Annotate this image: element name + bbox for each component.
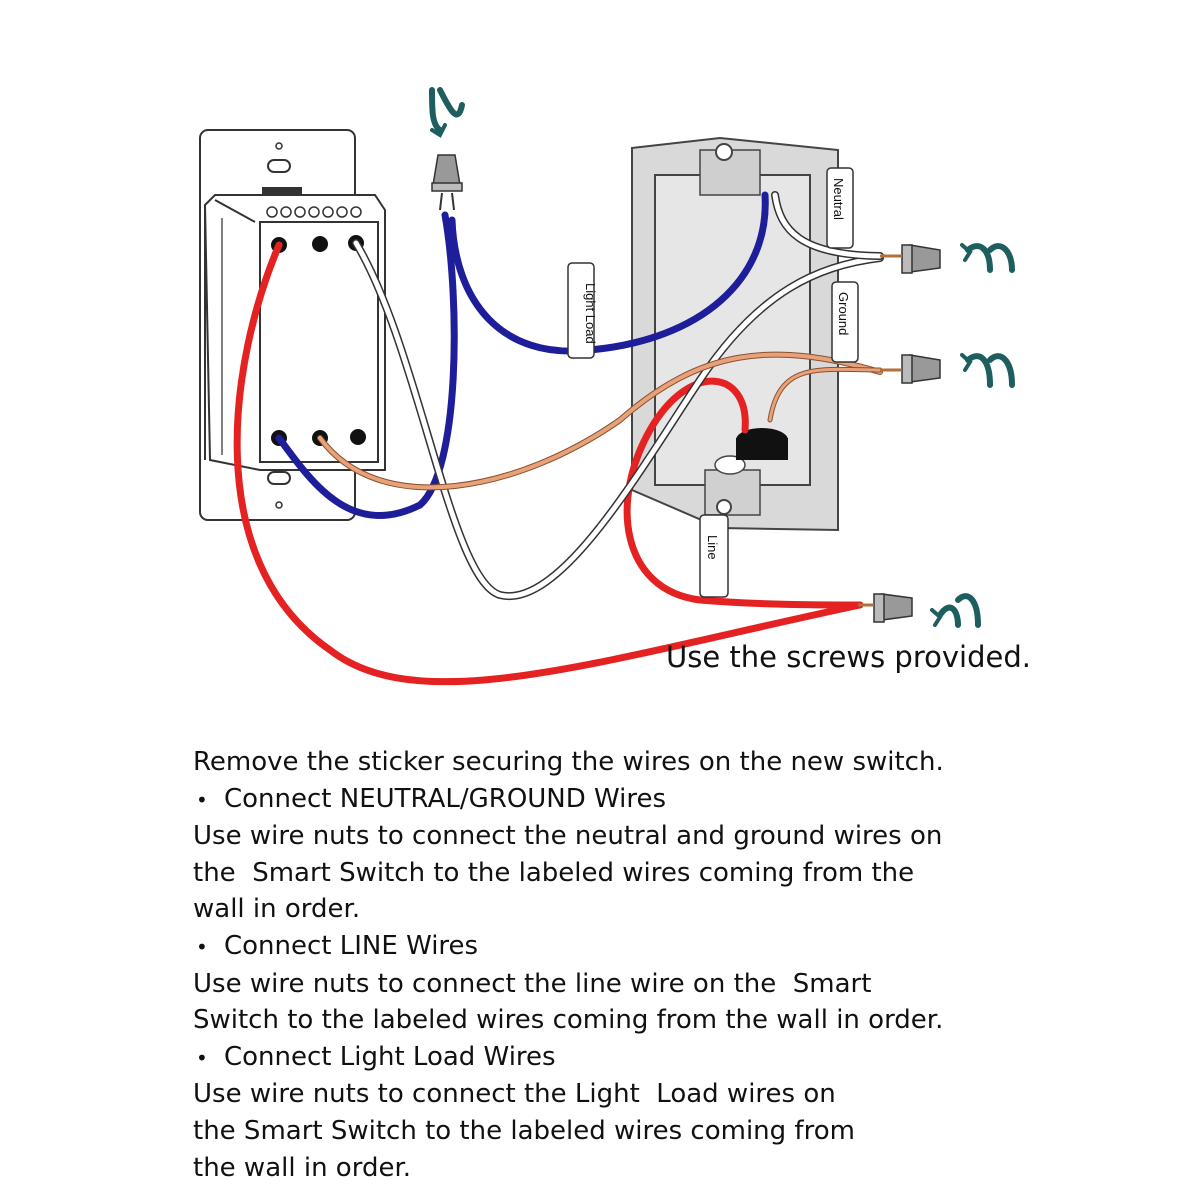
ground-label: Ground: [836, 292, 851, 335]
step-text: Use wire nuts to connect the neutral and…: [193, 821, 943, 852]
twist-arrow-icon: [960, 353, 1015, 388]
wire-labels: Light Load Neutral Ground Line: [567, 167, 859, 598]
twist-arrow-icon: [930, 593, 981, 628]
instructions-intro: Remove the sticker securing the wires on…: [193, 747, 944, 777]
line-wire-wall: [623, 377, 864, 609]
wire-nuts: [431, 154, 941, 623]
step-text: wall in order.: [193, 894, 361, 925]
step-heading-text: Connect Light Load Wires: [224, 1041, 556, 1072]
twist-arrow-icon: [960, 243, 1015, 273]
light-load-label: Light Load: [583, 283, 598, 344]
step-heading-text: Connect NEUTRAL/GROUND Wires: [224, 783, 667, 814]
step-text: the Smart Switch to the labeled wires co…: [193, 1115, 855, 1146]
step-text: Use wire nuts to connect the Light Load …: [193, 1079, 836, 1110]
line-wire-switch: [233, 241, 864, 686]
load-wire-switch: [275, 211, 458, 519]
step-heading: • Connect LINE Wires: [193, 928, 1173, 966]
instructions: Remove the sticker securing the wires on…: [193, 744, 1173, 1186]
wiring-diagram: Light Load Neutral Ground Line: [199, 87, 1015, 686]
step-text: Switch to the labeled wires coming from …: [193, 1005, 944, 1036]
step-text: Use wire nuts to connect the line wire o…: [193, 968, 872, 999]
twist-arrow-icon: [429, 87, 465, 138]
screws-caption: Use the screws provided.: [666, 640, 1031, 674]
smart-switch-body: [203, 187, 386, 471]
step-text: the wall in order.: [193, 1152, 412, 1183]
wire-nut-icon: [880, 354, 941, 384]
bullet-icon: •: [196, 787, 208, 812]
bullet-icon: •: [196, 1045, 208, 1070]
step-heading: • Connect Light Load Wires: [193, 1039, 1173, 1077]
bullet-icon: •: [196, 934, 208, 959]
line-label: Line: [705, 535, 720, 560]
neutral-label: Neutral: [831, 178, 846, 220]
step-heading-text: Connect LINE Wires: [224, 930, 479, 961]
wire-nut-icon: [431, 154, 463, 211]
twist-arrows: [429, 87, 1015, 628]
step-heading: • Connect NEUTRAL/GROUND Wires: [193, 781, 1173, 819]
step-text: the Smart Switch to the labeled wires co…: [193, 857, 915, 888]
wire-nut-icon: [858, 593, 913, 623]
wire-nut-icon: [880, 244, 941, 274]
